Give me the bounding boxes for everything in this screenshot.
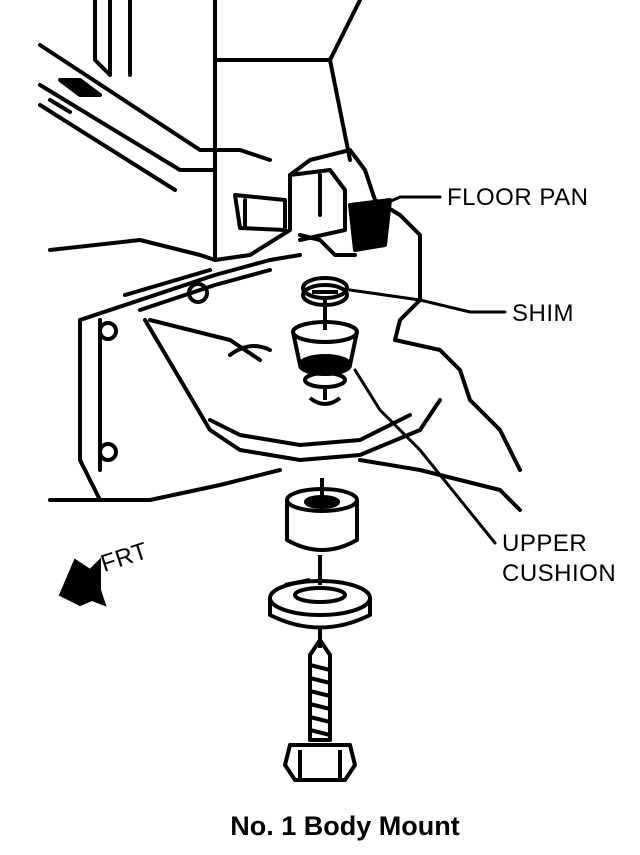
frame-bracket	[48, 238, 522, 512]
mounting-bolt	[283, 628, 357, 782]
label-shim: SHIM	[512, 300, 574, 327]
leader-lines	[348, 195, 507, 545]
body-structure	[38, 0, 522, 472]
upper-cushion	[291, 300, 359, 406]
leader-upper-cushion	[353, 368, 497, 545]
front-direction-marker: FRT	[58, 537, 152, 607]
figure-caption: No. 1 Body Mount	[230, 811, 459, 841]
leader-shim	[348, 288, 507, 314]
label-upper-cushion-line1: UPPER	[502, 530, 587, 557]
label-upper-cushion-line2: CUSHION	[502, 560, 616, 587]
leader-floor-pan	[358, 195, 442, 217]
retainer-washer	[268, 555, 372, 630]
front-arrow-icon	[58, 557, 107, 607]
label-floor-pan: FLOOR PAN	[447, 184, 588, 211]
lower-cushion	[285, 478, 359, 552]
front-direction-label: FRT	[98, 537, 152, 577]
